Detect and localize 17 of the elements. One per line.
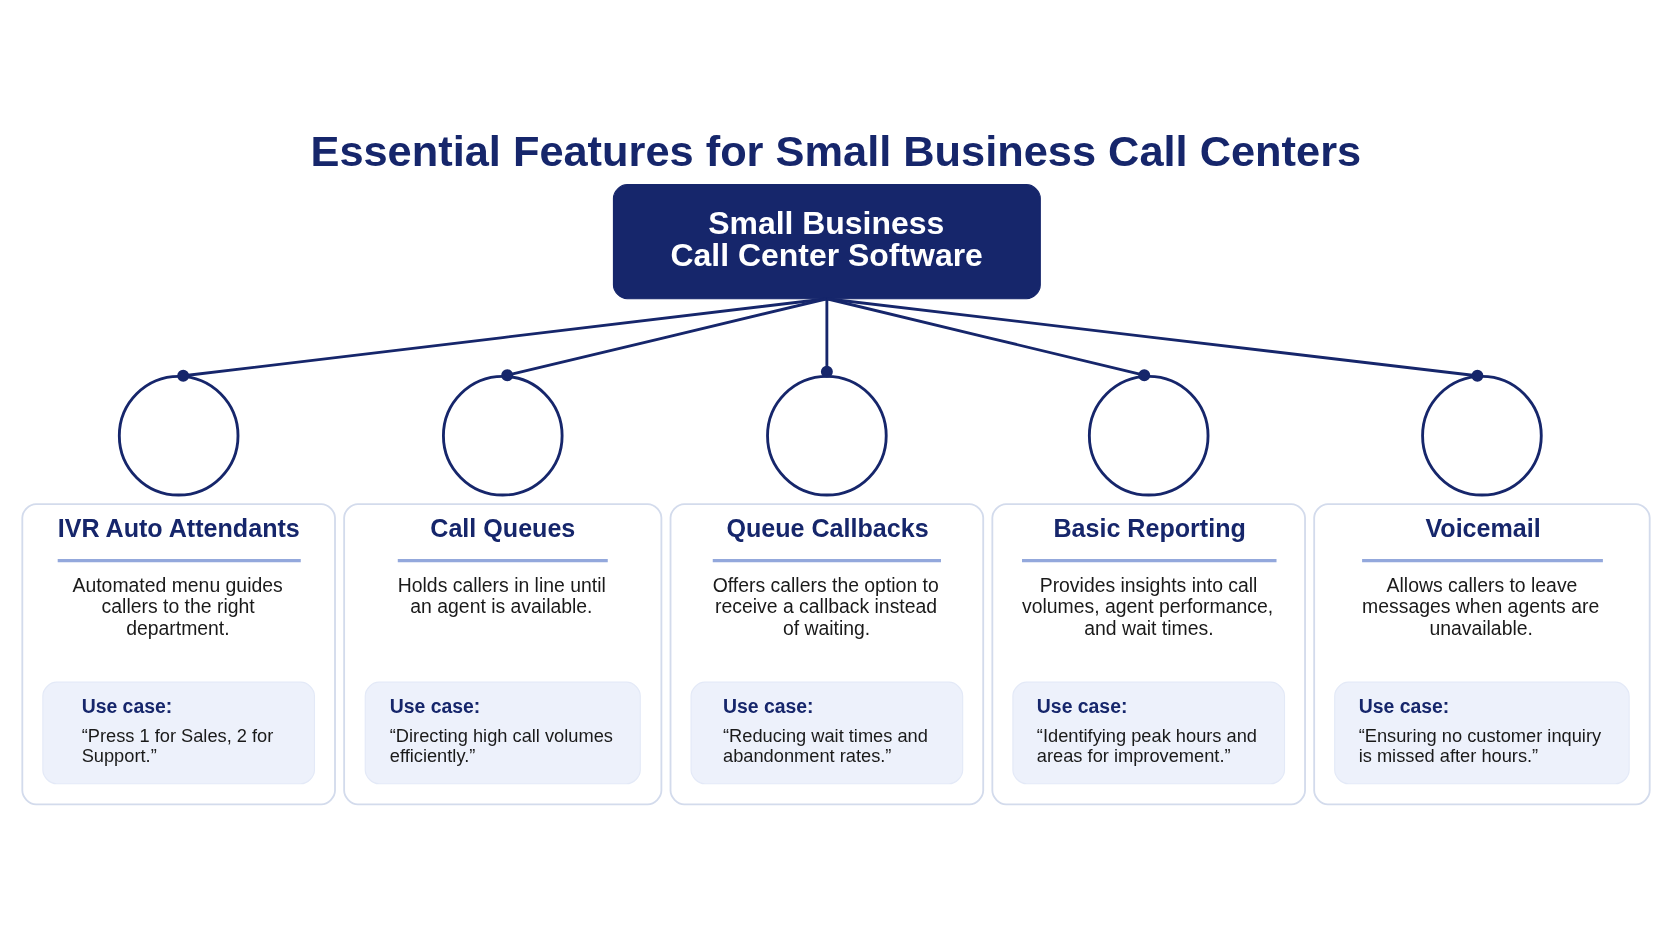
node-box: Use case: “Directing high call volumes efficiently.” xyxy=(364,681,641,785)
node-circle xyxy=(1421,374,1543,497)
connector xyxy=(820,298,833,378)
node-circle xyxy=(117,374,240,497)
node-box: Use case: “Identifying peak hours and areas for improvement.” xyxy=(1012,681,1286,785)
connector xyxy=(501,297,828,382)
node-circle xyxy=(442,374,564,497)
node-box: Small Business Call Center Software xyxy=(612,184,1041,300)
node-box: Use case: “Press 1 for Sales, 2 for Support.” xyxy=(42,681,316,785)
diagram-title: Essential Features for Small Business Call Centers xyxy=(310,126,1362,175)
node-circle xyxy=(1087,374,1210,497)
node-box: Use case: “Ensuring no customer inquiry is missed after hours.” xyxy=(1334,681,1630,785)
node-circle xyxy=(766,374,888,497)
node-box: Use case: “Reducing wait times and abandonment rates.” xyxy=(690,681,964,785)
connector xyxy=(177,297,828,382)
connector xyxy=(826,297,1151,382)
connector xyxy=(826,297,1484,382)
